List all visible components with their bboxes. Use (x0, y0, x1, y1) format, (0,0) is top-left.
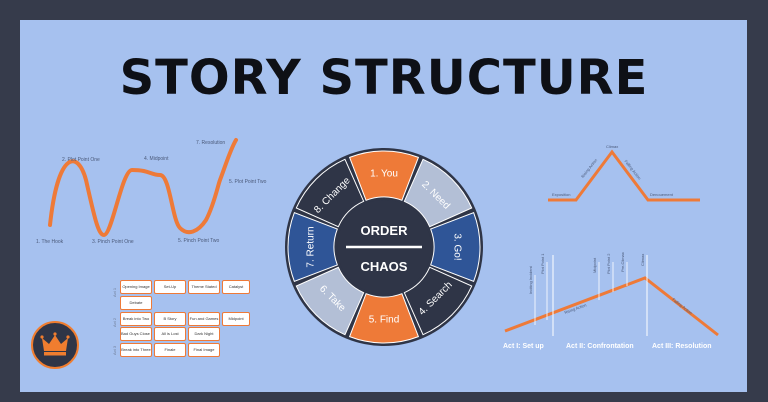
row-label-act3: Act 3 (112, 345, 117, 355)
crown-icon (40, 332, 70, 356)
beat-cell: Catalyst (222, 280, 250, 294)
circle-segment-1 (348, 150, 420, 201)
beat-cell: Dark Night (188, 327, 220, 341)
beat-cell: Set-Up (154, 280, 186, 294)
wave-label-2: 2. Plot Point One (62, 157, 100, 163)
circle-segment-3 (430, 211, 481, 283)
act-label-1: Act I: Set up (503, 343, 544, 350)
beat-cell: Debate (120, 296, 152, 310)
marker-label-5: Pre-Climax (620, 252, 625, 272)
circle-segment-6 (295, 266, 365, 336)
marker-label-4: Plot Point 2 (606, 253, 611, 274)
wave-label-6: 5. Plot Point Two (229, 179, 267, 185)
three-act-line (504, 276, 719, 337)
center-label-chaos: CHAOS (361, 259, 408, 274)
pyramid-left-base-label: Exposition (552, 192, 570, 197)
circle-segment-7 (287, 211, 338, 283)
beat-cell: Fun and Games (188, 312, 220, 326)
beat-cell: Bad Guys Close In (120, 327, 152, 341)
beat-cell: Break into Three (120, 343, 152, 357)
circle-segment-label-5: 5. Find (369, 315, 400, 326)
circle-segment-8 (295, 158, 365, 228)
beat-cell: Theme Stated (188, 280, 220, 294)
marker-label-1: Inciting Incident (528, 265, 533, 294)
pyramid-line (548, 149, 700, 202)
pyramid-right-base-label: Denouement (650, 192, 674, 197)
wave-label-4: 4. Midpoint (144, 156, 169, 162)
marker-label-3: Midpoint (592, 257, 597, 273)
beat-cell: Break into Two (120, 312, 152, 326)
wave-label-7: 7. Resolution (196, 140, 225, 146)
beat-cell: B Story (154, 312, 186, 326)
circle-segment-2 (403, 158, 473, 228)
circle-segment-label-7: 7. Return (306, 226, 317, 267)
pyramid-peak-label: Climax (606, 144, 618, 149)
beat-cell: Opening Image (120, 280, 152, 294)
circle-segment-5 (348, 293, 420, 344)
act-label-2: Act II: Confrontation (566, 343, 634, 350)
marker-label-2: Plot Point 1 (540, 253, 545, 274)
circle-segment-label-3: 3. Go! (451, 233, 462, 260)
circle-segment-4 (403, 266, 473, 336)
wave-label-3: 3. Pinch Point One (92, 239, 134, 245)
page-title: STORY STRUCTURE (119, 50, 649, 106)
wave-label-5: 5. Pinch Point Two (178, 238, 220, 244)
beat-cell: Finale (154, 343, 186, 357)
wave-line (48, 138, 238, 238)
beat-cell: All is Lost (154, 327, 186, 341)
marker-label-6: Climax (640, 254, 645, 266)
center-label-order: ORDER (361, 223, 409, 238)
act-label-3: Act III: Resolution (652, 343, 712, 350)
falling-action-label: Falling Action (671, 297, 693, 316)
circle-segment-label-1: 1. You (370, 169, 398, 180)
row-label-act2: Act 2 (112, 317, 117, 327)
wave-label-1: 1. The Hook (36, 239, 64, 245)
beat-cell: Midpoint (222, 312, 250, 326)
crown-logo (31, 321, 79, 369)
beat-cell: Final Image (188, 343, 220, 357)
row-label-act1: Act 1 (112, 287, 117, 297)
